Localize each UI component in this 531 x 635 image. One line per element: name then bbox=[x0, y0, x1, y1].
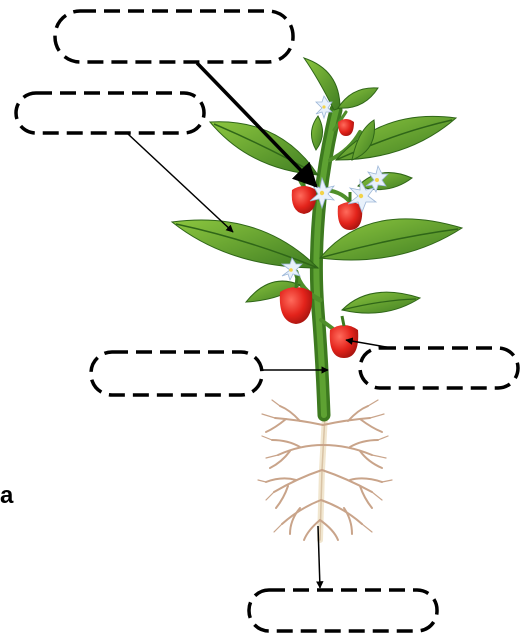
root-system bbox=[257, 399, 393, 543]
flower bbox=[365, 164, 389, 194]
pepper-fruit bbox=[338, 119, 354, 136]
leaf bbox=[302, 57, 341, 111]
leaves bbox=[170, 57, 464, 314]
leaf bbox=[319, 218, 464, 261]
flower bbox=[315, 95, 333, 120]
label-box-leaf[interactable] bbox=[14, 91, 206, 135]
leaf bbox=[311, 115, 323, 151]
flower bbox=[309, 176, 336, 210]
pepper-fruit bbox=[279, 275, 313, 324]
label-boxes bbox=[14, 9, 520, 633]
pepper-fruit bbox=[337, 192, 363, 230]
flowers bbox=[280, 95, 389, 282]
edge-letter: a bbox=[0, 482, 14, 509]
pointer-leaf-arrow bbox=[127, 133, 234, 233]
leaf bbox=[341, 291, 422, 314]
label-box-stem[interactable] bbox=[89, 350, 264, 397]
flower bbox=[280, 257, 303, 282]
leaf bbox=[351, 119, 376, 161]
leaf bbox=[337, 87, 379, 109]
leaf bbox=[208, 121, 319, 176]
label-box-root[interactable] bbox=[247, 588, 439, 633]
flower bbox=[347, 178, 378, 214]
leaf bbox=[170, 219, 320, 269]
pepper-fruit bbox=[329, 315, 359, 358]
label-box-fruit[interactable] bbox=[358, 346, 520, 390]
peppers bbox=[279, 119, 363, 358]
label-box-flower[interactable] bbox=[53, 9, 295, 64]
pointer-root-arrow bbox=[316, 525, 324, 589]
pointer-flower-arrow bbox=[195, 61, 318, 188]
